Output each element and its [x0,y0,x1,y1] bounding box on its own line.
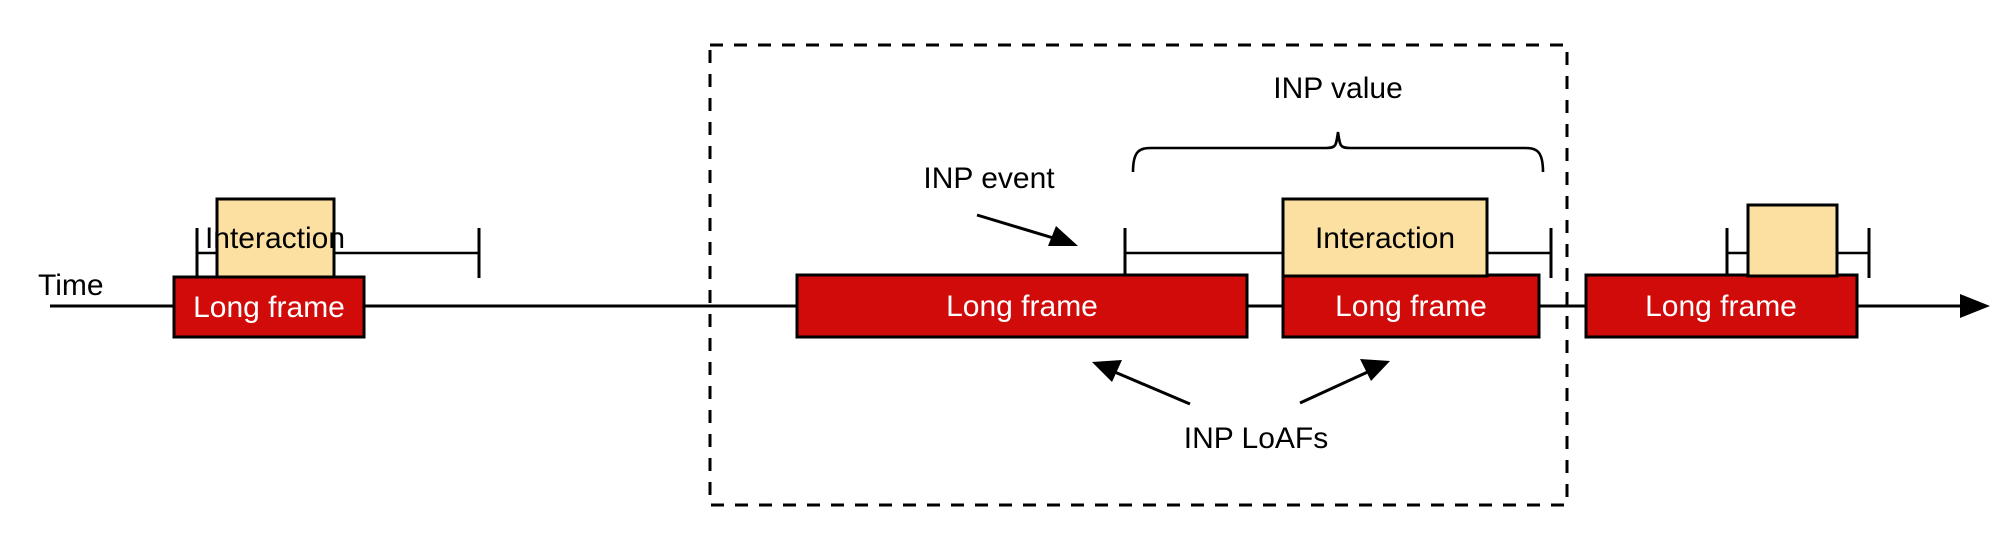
time-axis-label: Time [38,269,104,302]
inp-loafs-arrow-left-line [1109,368,1191,406]
inp-loafs-arrowhead-left-icon [1092,360,1122,382]
interaction-box-3-label: Interaction [1315,222,1455,255]
long-frame-4 [1584,273,1859,339]
interaction-box-4 [1746,203,1839,278]
interaction-box-1-label: Interaction [205,222,345,255]
inp-loafs-arrow-right-line [1299,368,1373,405]
long-frame-3 [1281,273,1541,339]
inp-event-arrow-line [976,213,1061,242]
long-frame-1-label: Long frame [193,291,345,324]
long-frame-4-label: Long frame [1645,290,1797,323]
long-frame-2 [795,273,1249,339]
interaction-box-1 [215,197,336,279]
inp-event-arrowhead-icon [1048,226,1078,246]
inp-loafs-arrowhead-right-icon [1360,359,1390,381]
inp-scope-dashed-region [708,43,1569,507]
time-axis-arrowhead-icon [1960,294,1990,318]
interaction-box-3 [1281,197,1489,278]
long-frame-3-label: Long frame [1335,290,1487,323]
inp-event-label: INP event [923,162,1055,195]
inp-value-brace [1131,131,1545,173]
inp-loafs-label: INP LoAFs [1184,422,1329,455]
inp-value-label: INP value [1273,72,1403,105]
long-frame-2-label: Long frame [946,290,1098,323]
